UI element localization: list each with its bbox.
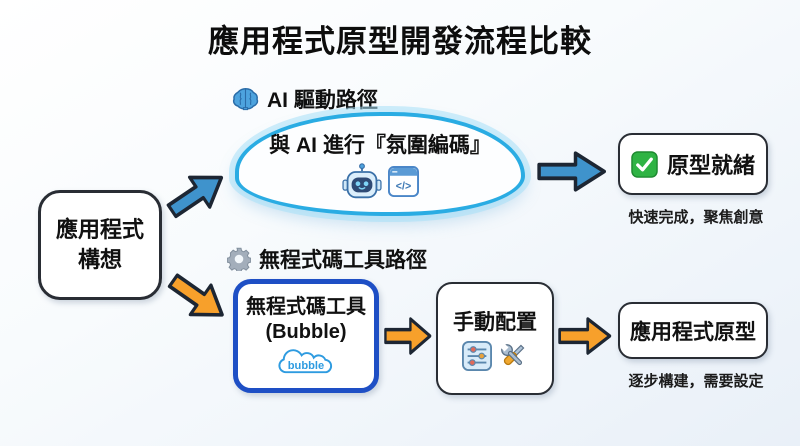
manual-config-icons: [462, 341, 528, 371]
ai-path-label: AI 驅動路徑: [232, 84, 378, 114]
brain-icon: [232, 87, 259, 112]
ai-result-label: 原型就緒: [666, 153, 755, 178]
nocode-result-label: 應用程式原型: [630, 320, 756, 344]
robot-icon: [341, 162, 382, 200]
code-window-icon: </>: [387, 165, 419, 197]
ai-result-caption: 快速完成，聚焦創意: [628, 209, 764, 226]
arrow-tool-to-manual: [384, 314, 432, 358]
nocode-tool-line1: 無程式碼工具: [246, 296, 366, 318]
vibe-coding-text: 與 AI 進行『氛圍編碼』: [269, 133, 491, 157]
page-title: 應用程式原型開發流程比較: [208, 24, 592, 59]
vibe-coding-cloud: 與 AI 進行『氛圍編碼』: [235, 112, 525, 216]
manual-config-node: 手動配置: [436, 282, 554, 395]
cloud-icon-row: </>: [341, 162, 419, 200]
nocode-tool-line2: (Bubble): [265, 321, 347, 343]
check-icon: [631, 150, 658, 178]
nocode-path-label: 無程式碼工具路徑: [227, 244, 427, 274]
arrow-idea-to-tool: [159, 261, 238, 335]
sliders-icon: [462, 341, 492, 371]
idea-node: 應用程式 構想: [38, 190, 162, 300]
bubble-logo-icon: bubble: [272, 348, 340, 377]
manual-config-label: 手動配置: [453, 311, 537, 334]
tools-icon: [498, 341, 528, 371]
svg-text:bubble: bubble: [288, 360, 324, 372]
nocode-path-label-text: 無程式碼工具路徑: [259, 249, 427, 272]
nocode-result-caption: 逐步構建，需要設定: [628, 373, 764, 390]
gear-icon: [227, 247, 251, 271]
svg-text:</>: </>: [395, 180, 410, 192]
idea-node-line2: 構想: [77, 247, 122, 272]
arrow-cloud-to-result: [537, 148, 607, 195]
idea-node-line1: 應用程式: [55, 217, 144, 243]
nocode-tool-node: 無程式碼工具 (Bubble) bubble: [233, 279, 379, 393]
arrow-manual-to-result: [558, 314, 612, 358]
arrow-idea-to-cloud: [158, 157, 237, 231]
ai-result-node: 原型就緒: [618, 133, 768, 195]
nocode-result-node: 應用程式原型: [618, 302, 768, 359]
ai-path-label-text: AI 驅動路徑: [267, 89, 378, 112]
